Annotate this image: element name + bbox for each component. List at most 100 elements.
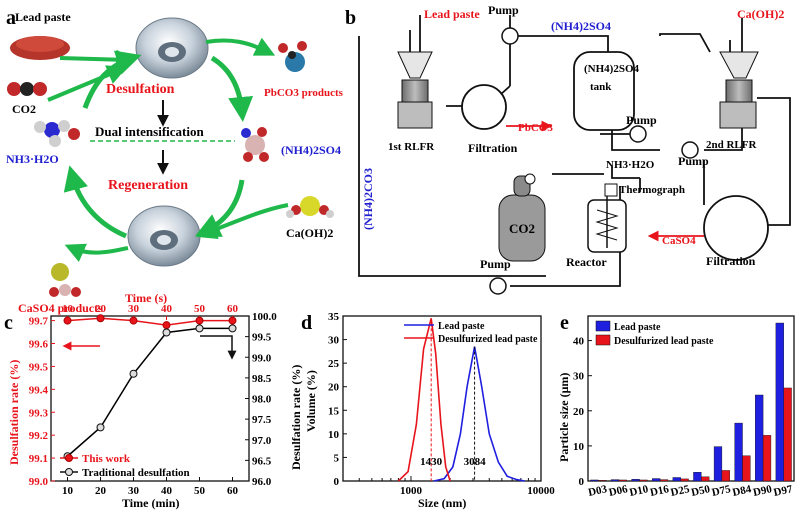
c-data-point xyxy=(195,324,204,333)
nh3h2o-label: NH3·H2O xyxy=(6,152,59,166)
c-data-point xyxy=(129,369,138,378)
e-bar-desulfurized xyxy=(742,455,751,482)
desulfation-label: Desulfation xyxy=(106,82,175,97)
filtration2-drum xyxy=(703,195,769,261)
e-y-tick-label: 30 xyxy=(573,371,585,383)
c-bottom-tick-label: 20 xyxy=(95,485,107,497)
e-y-tick-label: 10 xyxy=(573,441,585,453)
c-top-tick-label: 50 xyxy=(194,303,206,315)
thermograph-sensor xyxy=(604,183,618,197)
e-x-tick-label: D50 xyxy=(690,483,712,499)
panel-e-ylabel: Particle size (μm) xyxy=(557,373,571,462)
c-bottom-tick-label: 60 xyxy=(227,485,239,497)
b-lead-paste-label: Lead paste xyxy=(424,7,480,21)
c-data-point xyxy=(162,328,171,337)
b-pump-bottom-label: Pump xyxy=(480,257,511,271)
cycle-arrow xyxy=(194,179,245,237)
d-y-tick-label: 25 xyxy=(328,358,340,370)
e-bar-desulfurized xyxy=(762,435,772,482)
rlfr1-label: 1st RLFR xyxy=(388,141,435,153)
c-data-point xyxy=(228,324,237,333)
e-bar-desulfurized xyxy=(721,470,730,482)
panel-e-letter: e xyxy=(560,312,569,334)
c-series-traditional-line xyxy=(67,327,233,457)
b-caso4-label: CaSO4 xyxy=(662,235,696,247)
c-right-axis-arrow xyxy=(200,335,237,360)
e-bar-lead-paste xyxy=(734,422,743,482)
pump-right-icon xyxy=(681,141,699,159)
c-left-tick-label: 99.5 xyxy=(29,361,49,373)
e-x-tick-label: D75 xyxy=(711,483,733,499)
panel-a: a Lead paste PbCO3 pro xyxy=(6,7,344,315)
nh4so4-label: (NH4)2SO4 xyxy=(281,143,341,157)
e-bar-lead-paste xyxy=(631,479,640,482)
rlfr2-unit xyxy=(719,51,759,129)
c-data-point xyxy=(96,423,105,432)
e-bar-lead-paste xyxy=(672,477,681,482)
c-data-point xyxy=(228,316,237,325)
b-reactor-label: Reactor xyxy=(566,255,607,269)
c-right-tick-label: 96.0 xyxy=(252,476,272,488)
e-x-tick-label: D06 xyxy=(608,483,630,499)
e-y-tick-label: 40 xyxy=(573,336,585,348)
legend-e-lead-paste: Lead paste xyxy=(614,322,661,333)
c-top-tick-label: 60 xyxy=(227,303,239,315)
panel-d-legend: Lead paste Desulfurized lead paste xyxy=(404,321,538,345)
caso4-molecule xyxy=(49,263,81,297)
legend-e-desulfurized: Desulfurized lead paste xyxy=(614,336,714,347)
e-bar-desulfurized xyxy=(639,479,648,482)
legend-this-work: This work xyxy=(82,453,131,465)
c-left-tick-label: 99.7 xyxy=(29,316,49,328)
e-bar-lead-paste xyxy=(755,394,764,482)
e-x-tick-label: D16 xyxy=(649,483,671,499)
c-right-tick-label: 97.5 xyxy=(252,414,272,426)
panel-c-bottom-axis-label: Time (min) xyxy=(122,496,179,510)
e-bar-lead-paste xyxy=(590,479,599,482)
co2-molecule xyxy=(7,82,47,96)
c-bottom-tick-label: 50 xyxy=(194,485,206,497)
c-data-point xyxy=(195,316,204,325)
co2-label: CO2 xyxy=(12,102,36,116)
legend-traditional: Traditional desulfation xyxy=(82,467,190,479)
e-bar-desulfurized xyxy=(598,480,607,482)
pump-bottom-icon xyxy=(489,277,507,295)
e-bar-desulfurized xyxy=(618,479,627,482)
c-right-tick-label: 98.0 xyxy=(252,394,272,406)
b-thermograph-label: Thermograph xyxy=(619,184,685,196)
panel-a-letter: a xyxy=(6,7,16,29)
pump-top-icon xyxy=(501,27,519,45)
c-bottom-tick-label: 10 xyxy=(62,485,74,497)
nh4so4-molecule xyxy=(241,127,269,162)
c-top-tick-label: 10 xyxy=(62,303,74,315)
e-bar-lead-paste xyxy=(693,472,702,482)
panel-b-letter: b xyxy=(345,7,356,29)
d-y-tick-label: 30 xyxy=(328,335,340,347)
d-x-tick-label: 10000 xyxy=(527,485,555,497)
e-x-tick-label: D10 xyxy=(628,483,650,499)
c-left-tick-label: 99.1 xyxy=(29,453,48,465)
dual-intensification-label: Dual intensification xyxy=(95,124,204,139)
d-y-tick-label: 5 xyxy=(334,452,340,464)
panel-c-legend: This work Traditional desulfation xyxy=(60,453,190,479)
reactor-top-image xyxy=(135,17,209,79)
e-bar-desulfurized xyxy=(659,479,669,482)
b-caoh2-label: Ca(OH)2 xyxy=(737,7,784,21)
e-y-tick-label: 0 xyxy=(579,476,585,488)
lead-paste-label: Lead paste xyxy=(15,10,71,24)
panel-b: b Lead paste Pump ( xyxy=(345,3,791,295)
e-bar-desulfurized xyxy=(680,478,689,482)
co2-cylinder xyxy=(498,173,546,262)
c-top-tick-label: 40 xyxy=(161,303,173,315)
e-x-tick-label: D97 xyxy=(773,483,795,499)
filtration1-drum xyxy=(461,84,507,130)
c-right-tick-label: 97.0 xyxy=(252,435,272,447)
e-x-tick-label: D84 xyxy=(731,483,753,499)
pump-tank-icon xyxy=(629,125,647,143)
c-right-tick-label: 100.0 xyxy=(252,311,277,323)
legend-d-lead-paste: Lead paste xyxy=(438,321,485,332)
panel-c: c Time (s) Time (min) Desulfation rate (… xyxy=(4,291,303,510)
e-y-tick-label: 20 xyxy=(573,406,585,418)
